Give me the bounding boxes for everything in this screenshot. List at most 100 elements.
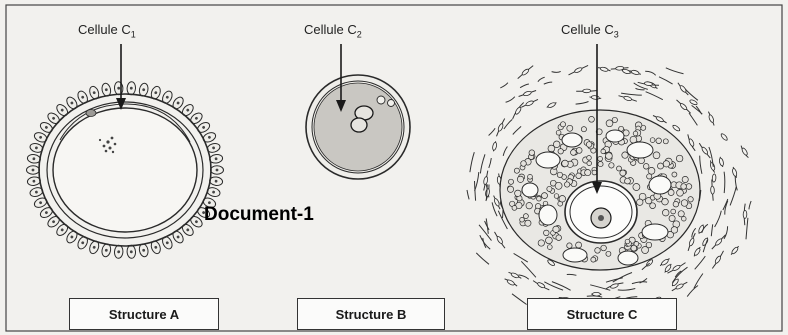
granulosa-small-cell — [546, 237, 553, 244]
theca-cell — [610, 283, 619, 289]
theca-fibre — [675, 271, 681, 277]
granulosa-small-cell — [525, 220, 531, 226]
granulosa-cell — [127, 81, 136, 95]
theca-cell — [600, 67, 609, 73]
label-c1-subscript: 1 — [131, 30, 136, 40]
theca-cell — [511, 272, 520, 279]
granulosa-small-cell — [650, 138, 655, 143]
theca-cell — [714, 255, 721, 264]
granulosa-small-cell — [581, 127, 586, 132]
structure-a-box: Structure A — [69, 298, 219, 330]
theca-fibre — [700, 156, 702, 174]
structure-a-label: Structure A — [109, 307, 179, 322]
theca-fibre — [470, 152, 474, 172]
granulosa-small-cell — [556, 235, 562, 241]
granulosa-small-cell — [567, 243, 572, 248]
theca-fibre — [520, 84, 529, 88]
granulosa-small-cell — [586, 142, 592, 148]
theca-cell — [644, 81, 652, 86]
document-title: Document-1 — [204, 203, 334, 235]
granulosa-small-cell — [601, 245, 607, 251]
structure-c-label: Structure C — [567, 307, 638, 322]
theca-fibre — [489, 158, 492, 168]
theca-fibre — [642, 263, 650, 270]
theca-cell — [506, 279, 515, 286]
theca-cell — [497, 123, 504, 132]
granulosa-small-cell — [678, 211, 684, 217]
granulosa-small-cell — [633, 184, 640, 191]
granulosa-small-cell — [669, 215, 675, 221]
granulosa-small-cell — [658, 163, 664, 169]
granulosa-small-cell — [564, 182, 569, 187]
label-c2-text: Cellule C — [304, 22, 357, 37]
granulosa-small-cell — [553, 226, 559, 232]
granulosa-small-cell — [537, 196, 542, 201]
granulosa-small-cell — [547, 245, 552, 250]
theca-cell — [689, 99, 698, 106]
theca-cell — [712, 174, 716, 182]
granulosa-small-cell — [620, 170, 626, 176]
theca-cell — [661, 258, 670, 266]
granulosa-small-cell — [688, 197, 693, 202]
granulosa-small-cell — [559, 196, 566, 203]
structure-b-drawing — [306, 44, 410, 179]
granulosa-small-cell — [663, 161, 669, 167]
label-cellule-c1: Cellule C1 — [78, 22, 136, 40]
theca-cell — [689, 238, 695, 247]
theca-fibre — [512, 294, 527, 305]
theca-fibre — [749, 201, 751, 209]
granulosa-small-cell — [571, 150, 577, 156]
granulosa-small-cell — [663, 139, 668, 144]
theca-cell — [672, 264, 681, 271]
granulosa-small-cell — [512, 206, 517, 211]
granulosa-small-cell — [515, 190, 521, 196]
structure-c-box: Structure C — [527, 298, 677, 330]
theca-cell — [679, 85, 687, 93]
theca-fibre — [544, 82, 552, 84]
granulosa-small-cell — [677, 189, 684, 196]
granulosa-small-cell — [538, 240, 544, 246]
theca-fibre — [618, 289, 636, 291]
granulosa-small-cell — [673, 201, 679, 207]
theca-fibre — [645, 71, 656, 75]
granulosa-small-cell — [625, 239, 630, 244]
theca-fibre — [489, 128, 496, 135]
antrum-cavity — [627, 142, 653, 158]
theca-fibre — [552, 71, 561, 72]
granulosa-small-cell — [662, 209, 669, 216]
antrum-cavity — [642, 224, 668, 240]
theca-cell — [537, 282, 546, 289]
theca-cell — [574, 67, 583, 74]
granulosa-small-cell — [508, 179, 513, 184]
theca-cell — [493, 198, 500, 207]
theca-cell — [743, 210, 747, 218]
granulosa-small-cell — [631, 245, 637, 251]
theca-cell — [710, 186, 714, 194]
granulosa-small-cell — [556, 130, 561, 135]
granulosa-cell — [65, 229, 79, 244]
granulosa-small-cell — [508, 186, 514, 192]
theca-fibre — [576, 102, 589, 105]
granulosa-small-cell — [553, 141, 560, 148]
cell-c2-nucleus-b — [351, 118, 367, 132]
polar-body — [86, 110, 96, 117]
theca-cell — [631, 69, 640, 75]
theca-fibre — [504, 119, 512, 129]
theca-fibre — [513, 126, 521, 134]
granulosa-cell — [161, 235, 174, 250]
granulosa-small-cell — [643, 164, 649, 170]
polar-body-2 — [388, 100, 395, 107]
granulosa-small-cell — [591, 257, 596, 262]
label-c1-text: Cellule C — [78, 22, 131, 37]
theca-fibre — [694, 274, 703, 289]
antrum-cavity — [618, 251, 638, 265]
theca-cell — [521, 68, 529, 76]
antrum-cavity — [649, 176, 671, 194]
theca-cell — [672, 124, 681, 132]
theca-fibre — [685, 89, 698, 100]
theca-fibre — [521, 261, 536, 277]
granulosa-small-cell — [606, 153, 613, 160]
theca-fibre — [476, 253, 489, 264]
